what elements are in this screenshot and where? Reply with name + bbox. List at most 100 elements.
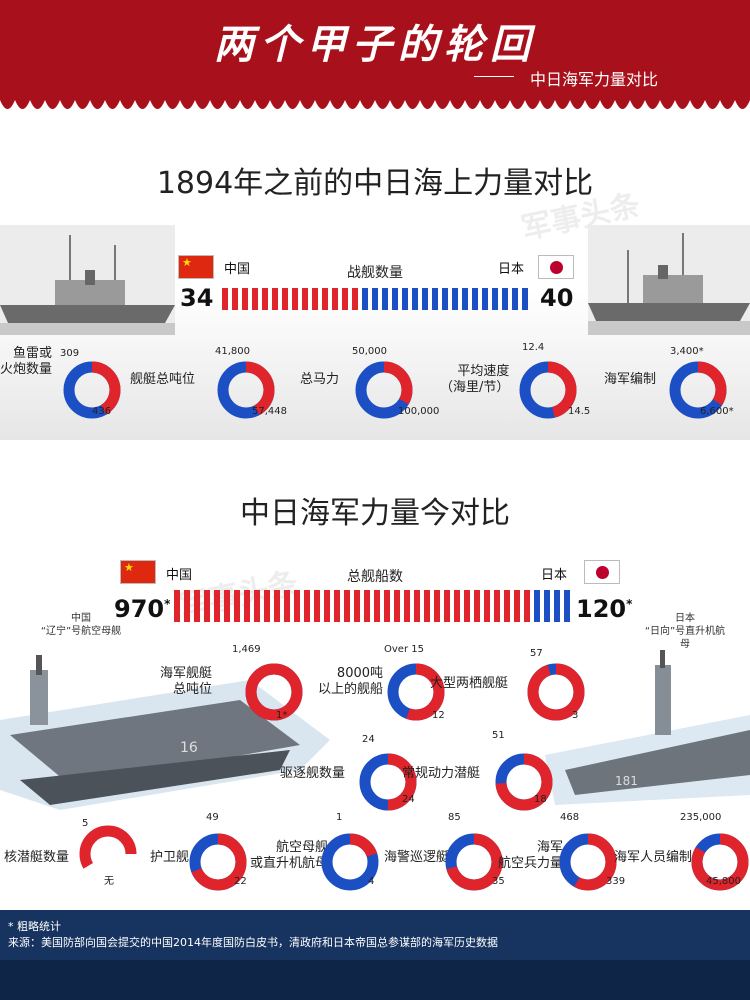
china-bar-stripe <box>254 590 260 622</box>
china-bar-stripe <box>444 590 450 622</box>
donut-ring <box>527 663 585 721</box>
donut-ring <box>387 663 445 721</box>
japan-value: 无 <box>104 876 114 887</box>
china-bar-stripe <box>352 288 358 310</box>
china-bar-stripe <box>234 590 240 622</box>
metric-label: 驱逐舰数量 <box>280 766 346 781</box>
japan-value: 4 <box>368 876 375 887</box>
metric-donut <box>354 360 414 420</box>
donut-ring <box>189 833 247 891</box>
china-estimate-star: * <box>164 597 171 611</box>
donut-ring <box>321 833 379 891</box>
donut-ring <box>359 753 417 811</box>
china-warship-count: 34 <box>180 284 214 312</box>
japan-value: 339 <box>606 876 626 887</box>
japan-value: 436 <box>92 406 112 417</box>
china-bar-stripe <box>312 288 318 310</box>
japan-bar-stripe <box>372 288 378 310</box>
donut-ring <box>217 361 275 419</box>
battleship-zhenyuan-image <box>0 225 175 335</box>
china-bar-stripe <box>282 288 288 310</box>
china-bar-stripe <box>222 288 228 310</box>
china-bar-stripe <box>384 590 390 622</box>
china-bar-stripe <box>434 590 440 622</box>
china-slice <box>359 753 417 811</box>
metric-donut <box>444 832 504 892</box>
china-value: 1 <box>336 812 343 823</box>
china-bar-stripe <box>292 288 298 310</box>
svg-text:181: 181 <box>615 774 638 788</box>
japan-value: 12 <box>432 710 445 721</box>
metric-donut <box>386 662 446 722</box>
china-slice <box>527 663 585 721</box>
japan-value: 1* <box>276 710 288 721</box>
china-bar-stripe <box>294 590 300 622</box>
carrier-liaoning-image: 16 <box>0 655 330 810</box>
japan-bar-stripe <box>402 288 408 310</box>
japan-bar-stripe <box>544 590 550 622</box>
metric-label: 海警巡逻艇 <box>384 850 450 865</box>
japan-bar-stripe <box>452 288 458 310</box>
japan-total-ships: 120* <box>576 595 632 623</box>
china-bar-stripe <box>494 590 500 622</box>
metric-donut <box>358 752 418 812</box>
china-bar-stripe <box>342 288 348 310</box>
battleship-fuso-image <box>588 225 750 335</box>
china-bar-stripe <box>304 590 310 622</box>
metric-label: 海军人员编制 <box>614 850 693 865</box>
donut-ring <box>519 361 577 419</box>
japan-value: 57,448 <box>252 406 287 417</box>
china-value: 85 <box>448 812 461 823</box>
metric-label: 平均速度（海里/节） <box>440 364 510 395</box>
china-bar-stripe <box>184 590 190 622</box>
metric-label: 舰艇总吨位 <box>130 372 196 387</box>
japan-carrier-country: 日本 <box>675 613 695 624</box>
china-total-ships-value: 970 <box>114 595 165 623</box>
metric-donut <box>690 832 750 892</box>
japan-flag-icon <box>538 255 574 279</box>
china-bar-stripe <box>314 590 320 622</box>
china-bar-stripe <box>424 590 430 622</box>
japan-value: 18 <box>534 794 547 805</box>
japan-total-ships-value: 120 <box>576 595 627 623</box>
china-carrier-caption: 中国 “辽宁”号航空母舰 <box>36 612 126 638</box>
subtitle-dash <box>474 76 514 77</box>
china-bar-stripe <box>414 590 420 622</box>
japan-bar-stripe <box>564 590 570 622</box>
japan-value: 6,600* <box>700 406 734 417</box>
china-bar-stripe <box>322 288 328 310</box>
china-bar-stripe <box>224 590 230 622</box>
china-bar-stripe <box>394 590 400 622</box>
china-bar-stripe <box>364 590 370 622</box>
china-bar-stripe <box>464 590 470 622</box>
japan-bar-stripe <box>362 288 368 310</box>
metric-label: 航空母舰或直升机航母 <box>250 840 329 871</box>
china-slice <box>669 361 727 419</box>
china-value: 5 <box>82 818 89 829</box>
china-value: 3,400* <box>670 346 704 357</box>
china-value: 24 <box>362 734 375 745</box>
japan-value: 3 <box>572 710 579 721</box>
china-bar-stripe <box>214 590 220 622</box>
metric-donut <box>668 360 728 420</box>
header-banner: 两个甲子的轮回 中日海军力量对比 <box>0 0 750 100</box>
footer-bottom-band <box>0 960 750 1000</box>
china-value: 41,800 <box>215 346 250 357</box>
section-1894: 1894年之前的中日海上力量对比 军事头条 中国 “镇远”号战列舰 日本 “扶桑… <box>0 110 750 440</box>
china-flag-icon: ★ <box>178 255 214 279</box>
china-bar-stripe <box>244 590 250 622</box>
section1-heading: 1894年之前的中日海上力量对比 <box>156 166 594 201</box>
japan-bar-stripe <box>432 288 438 310</box>
donut-ring <box>445 833 503 891</box>
china-bar-stripe <box>514 590 520 622</box>
total-ships-bar <box>174 590 570 622</box>
china-value: 235,000 <box>680 812 722 823</box>
china-bar-stripe <box>344 590 350 622</box>
japan-bar-stripe <box>412 288 418 310</box>
japan-value: 24 <box>402 794 415 805</box>
china-value: 51 <box>492 730 505 741</box>
japan-bar-stripe <box>392 288 398 310</box>
japan-carrier-caption: 日本 “日向”号直升机航母 <box>640 612 730 651</box>
metric-label: 护卫舰 <box>150 850 190 865</box>
metric-label: 常规动力潜艇 <box>402 766 481 781</box>
